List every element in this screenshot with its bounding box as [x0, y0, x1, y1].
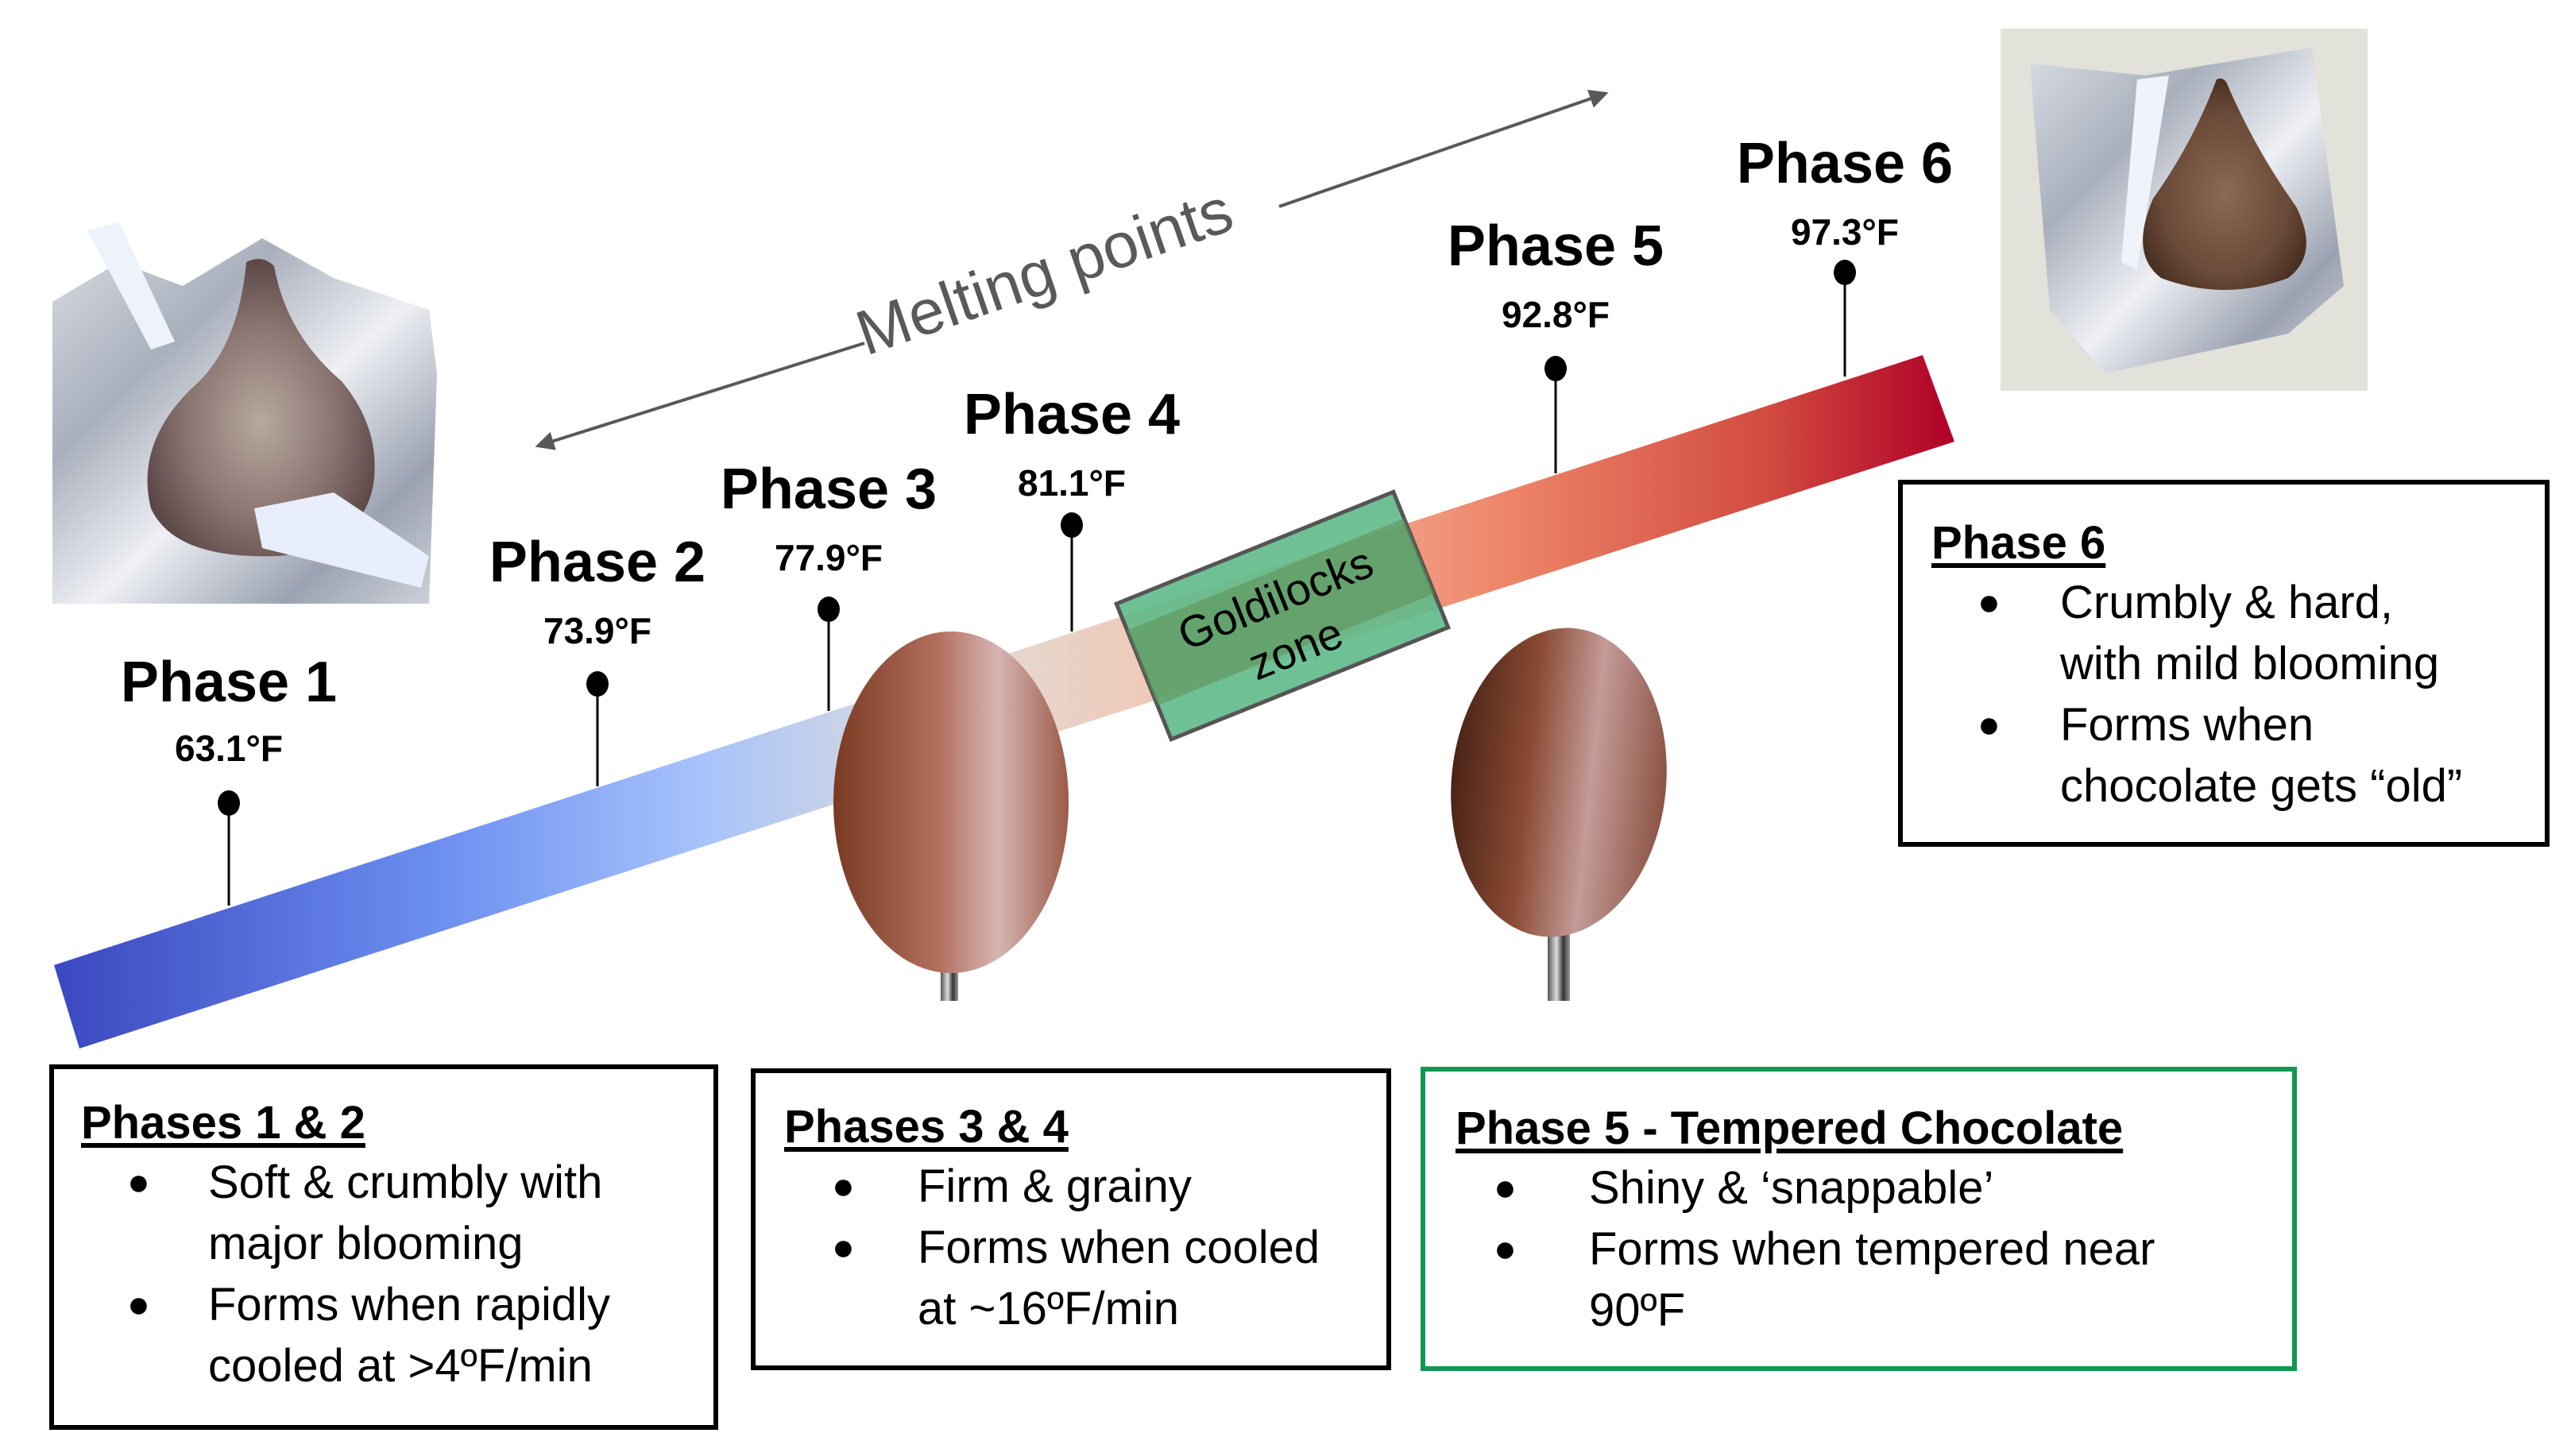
bullet-text: Firm & grainy — [918, 1160, 1192, 1212]
spoon-chocolate — [1451, 628, 1667, 937]
phase-title: Phase 1 — [121, 651, 337, 714]
phase-temperature: 92.8°F — [1502, 294, 1610, 335]
phase-temperature: 81.1°F — [1018, 462, 1126, 504]
info-box-phase-5-tempered: Phase 5 - Tempered Chocolate ● Shiny & ‘s… — [1421, 1067, 2297, 1371]
phase-temperature: 63.1°F — [175, 728, 283, 769]
bullet-icon: ● — [1977, 703, 2001, 746]
bloomed-kiss-photo-phase-6 — [2001, 29, 2368, 391]
bullet-item: ● Forms when chocolate gets “old” — [1931, 694, 2545, 817]
marker-dot — [218, 790, 240, 816]
phase-marker-6: Phase 6 97.3°F — [1737, 132, 1953, 377]
bullet-icon: ● — [1977, 581, 2001, 624]
bullet-icon: ● — [1494, 1166, 1517, 1209]
bullet-icon: ● — [832, 1164, 855, 1207]
phase-marker-3: Phase 3 77.9°F — [721, 458, 937, 711]
bullet-list: ● Crumbly & hard, with mild blooming ● Form… — [1931, 572, 2545, 817]
bullet-text: cooled at >4ºF/min — [208, 1339, 593, 1392]
bullet-text: Forms when rapidly — [208, 1278, 611, 1330]
phase-marker-1: Phase 1 63.1°F — [121, 651, 337, 906]
box-title: Phases 3 & 4 — [784, 1101, 1069, 1153]
bullet-text: 90ºF — [1589, 1284, 1686, 1336]
bullet-text: with mild blooming — [2060, 637, 2440, 689]
phase-temperature: 77.9°F — [775, 537, 883, 578]
box-title: Phase 6 — [1931, 517, 2106, 569]
phase-title: Phase 3 — [721, 458, 937, 521]
marker-dot — [818, 597, 840, 622]
phase-temperature: 73.9°F — [543, 610, 651, 651]
bullet-icon: ● — [127, 1283, 150, 1326]
bullet-text: Soft & crumbly with — [208, 1156, 603, 1208]
spoon-photo-phases-3-4 — [833, 631, 1069, 1001]
bullet-item: ● Forms when rapidly cooled at >4ºF/min — [81, 1274, 713, 1396]
bullet-list: ● Shiny & ‘snappable’ ● Forms when tempere… — [1456, 1157, 2292, 1341]
kiss-chocolate — [2143, 78, 2306, 290]
phase-marker-4: Phase 4 81.1°F — [964, 383, 1180, 631]
wrapper-tag — [2121, 75, 2169, 270]
wrapper-tag — [87, 222, 175, 350]
bullet-icon: ● — [127, 1161, 150, 1203]
marker-dot — [1061, 512, 1083, 538]
spoon-photo-phase-5 — [1451, 628, 1667, 1001]
phase-marker-2: Phase 2 73.9°F — [489, 531, 706, 786]
bullet-item: ● Soft & crumbly with major blooming — [81, 1152, 713, 1274]
phase-temperature: 97.3°F — [1791, 211, 1899, 253]
marker-dot — [586, 671, 609, 697]
bloomed-kiss-photo-phase-1 — [52, 222, 437, 604]
arrow-shaft-upper — [1278, 89, 1609, 208]
bullet-item: ● Forms when tempered near 90ºF — [1456, 1218, 2292, 1341]
melting-points-label: Melting points — [848, 174, 1242, 369]
arrow-shaft-lower — [535, 342, 865, 450]
bullet-list: ● Soft & crumbly with major blooming ● Form… — [81, 1152, 713, 1396]
bullet-text: Forms when cooled — [918, 1221, 1320, 1273]
goldilocks-zone: Goldilocks zone — [1113, 489, 1452, 742]
bullet-text: Crumbly & hard, — [2060, 576, 2394, 628]
phase-title: Phase 6 — [1737, 132, 1953, 195]
box-title: Phase 5 - Tempered Chocolate — [1456, 1103, 2124, 1154]
marker-dot — [1544, 356, 1567, 381]
spoon-chocolate — [833, 631, 1069, 973]
info-box-phase-6: Phase 6 ● Crumbly & hard, with mild bloomi… — [1898, 480, 2550, 847]
bullet-text: chocolate gets “old” — [2060, 759, 2463, 812]
phase-marker-5: Phase 5 92.8°F — [1448, 214, 1664, 473]
phase-title: Phase 5 — [1448, 214, 1664, 278]
phase-title: Phase 2 — [489, 531, 706, 594]
bullet-item: ● Shiny & ‘snappable’ — [1456, 1157, 2292, 1218]
bullet-item: ● Crumbly & hard, with mild blooming — [1931, 572, 2545, 694]
bullet-text: Shiny & ‘snappable’ — [1589, 1161, 1994, 1214]
bullet-text: at ~16ºF/min — [918, 1282, 1180, 1334]
info-box-phases-3-4: Phases 3 & 4 ● Firm & grainy ● Forms when … — [751, 1068, 1391, 1370]
bullet-text: major blooming — [208, 1217, 524, 1269]
bullet-item: ● Firm & grainy — [784, 1156, 1386, 1217]
bullet-text: Forms when tempered near — [1589, 1222, 2155, 1275]
phase-title: Phase 4 — [964, 383, 1180, 446]
marker-dot — [1834, 260, 1856, 285]
bullet-text: Forms when — [2060, 698, 2314, 751]
bullet-item: ● Forms when cooled at ~16ºF/min — [784, 1217, 1386, 1339]
kiss-chocolate — [147, 259, 375, 557]
goldilocks-bar-overlap — [1127, 518, 1435, 706]
bullet-list: ● Firm & grainy ● Forms when cooled at ~16º… — [784, 1156, 1386, 1339]
bullet-icon: ● — [832, 1226, 855, 1269]
info-box-phases-1-2: Phases 1 & 2 ● Soft & crumbly with major b… — [49, 1064, 718, 1430]
box-title: Phases 1 & 2 — [81, 1097, 365, 1149]
bullet-icon: ● — [1494, 1227, 1517, 1270]
wrapper-tag — [254, 492, 429, 588]
